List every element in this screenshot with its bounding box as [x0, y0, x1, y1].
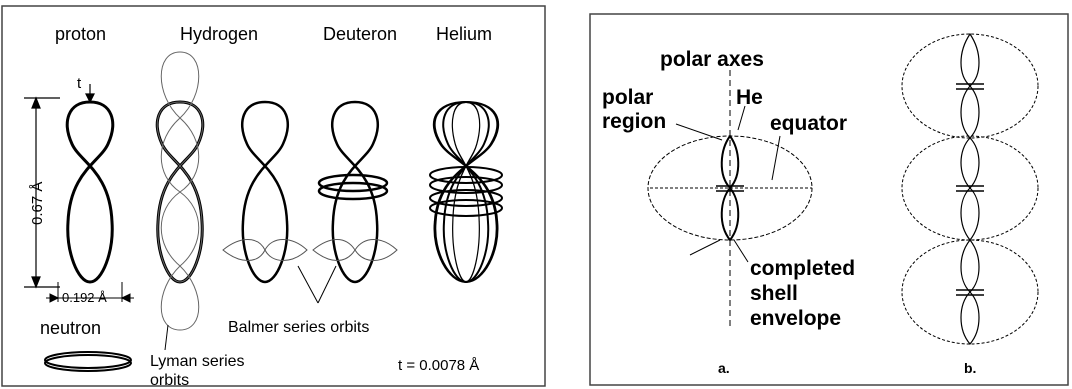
width-label: 0.192 Å: [62, 290, 107, 305]
helium-heading: Helium: [436, 24, 492, 44]
balmer-label: Balmer series orbits: [228, 319, 369, 336]
annotation-arrows: [164, 265, 337, 351]
region-label: region: [602, 110, 666, 133]
width-dimension: [46, 282, 134, 303]
shell-label: shell: [750, 282, 798, 305]
he-label: He: [736, 86, 763, 109]
deuteron-heading: Deuteron: [323, 24, 397, 44]
right-panel-leaders: [675, 105, 781, 263]
hydrogen-orbits: [155, 51, 205, 331]
completed-label: completed: [750, 257, 855, 280]
stacked-shells: [901, 32, 1039, 345]
proton-heading: proton: [55, 24, 106, 44]
neutron-ring: [44, 351, 132, 372]
right-panel-border: [589, 13, 1069, 386]
lyman-label-line1: Lyman series: [150, 353, 245, 370]
lyman-label-line2: orbits: [150, 372, 189, 389]
height-label: 0.67 Å: [29, 182, 46, 225]
right-panel: polar axes polar region He equator compl…: [589, 13, 1069, 386]
hydrogen-heading: Hydrogen: [180, 24, 258, 44]
neutron-heading: neutron: [40, 318, 101, 338]
equator-label: equator: [770, 112, 847, 135]
panel-a-label: a.: [718, 360, 730, 376]
t-value-label: t = 0.0078 Å: [398, 357, 479, 374]
left-panel-border: [1, 5, 546, 387]
polar-label: polar: [602, 86, 653, 109]
polar-axes-label: polar axes: [660, 48, 764, 71]
t-label: t: [77, 75, 82, 92]
helium-orbits: [429, 100, 503, 284]
panel-b-label: b.: [964, 360, 976, 376]
proton-orbit: [65, 100, 115, 284]
envelope-label: envelope: [750, 307, 841, 330]
t-marker: [85, 84, 95, 104]
helium-shell-envelope: [647, 70, 813, 330]
deuteron-orbits: [312, 100, 398, 284]
height-dimension: [24, 96, 60, 289]
left-panel: proton Hydrogen Deuteron Helium 0.67 Å t: [1, 5, 546, 389]
balmer-orbit-middle: [222, 100, 308, 284]
